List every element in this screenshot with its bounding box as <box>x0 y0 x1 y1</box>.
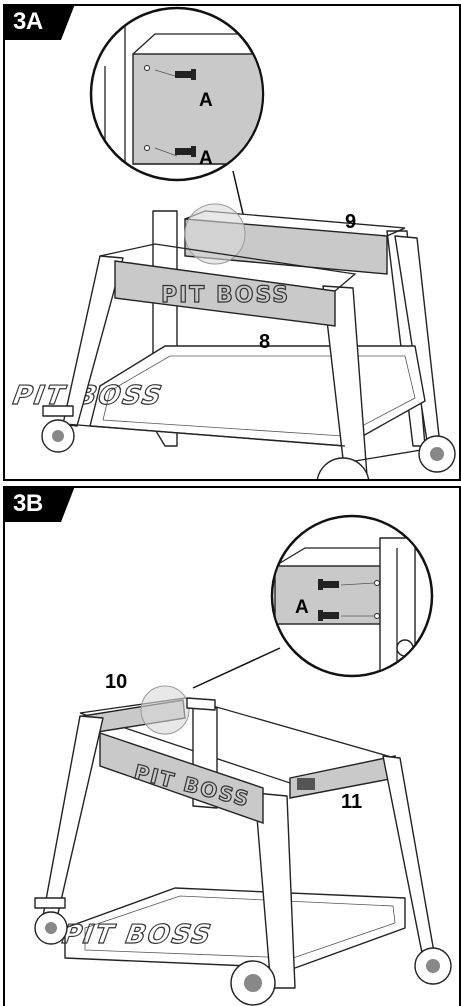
step-3a-panel: 3A A A <box>3 4 461 481</box>
zoom-leader-line <box>192 647 281 689</box>
callout-screw-a: A <box>295 597 309 618</box>
step-3a-illustration: A A PIT BOSS PIT BOSS <box>7 6 456 479</box>
caster-icon <box>34 897 68 945</box>
step-3a-label: 3A <box>5 6 75 40</box>
zoom-detail-circle: A A <box>89 6 265 182</box>
step-3b-illustration: A PIT BOSS PIT BOSS <box>34 514 452 1006</box>
step-3b-label: 3B <box>5 488 75 522</box>
part-label-9: 9 <box>345 211 356 233</box>
cart-frame: PIT BOSS PIT BOSS <box>7 203 446 477</box>
wheel-icon <box>418 435 456 473</box>
part-label-8: 8 <box>259 331 270 353</box>
screw-icon <box>175 69 196 80</box>
shelf-brand-logo: PIT BOSS <box>57 920 218 950</box>
front-brand-logo: PIT BOSS <box>161 283 290 308</box>
part-label-10: 10 <box>105 671 127 693</box>
zoom-leader-line <box>232 170 244 215</box>
step-3b-panel: 3B A <box>3 486 461 1006</box>
screw-icon <box>318 579 339 590</box>
zoom-target-circle <box>140 685 190 735</box>
callout-screw-a-upper: A <box>199 90 213 111</box>
screw-icon <box>175 146 196 157</box>
callout-screw-a-lower: A <box>199 148 213 169</box>
wheel-icon <box>414 947 452 985</box>
part-label-11: 11 <box>341 791 362 813</box>
zoom-detail-circle: A <box>270 514 434 678</box>
caster-icon <box>41 405 75 453</box>
zoom-target-circle <box>184 203 246 265</box>
cart-frame: PIT BOSS PIT BOSS <box>42 685 436 989</box>
wheel-icon <box>230 960 276 1006</box>
front-panel-8 <box>114 260 336 327</box>
screw-icon <box>318 610 339 621</box>
wheel-icon <box>316 457 370 479</box>
